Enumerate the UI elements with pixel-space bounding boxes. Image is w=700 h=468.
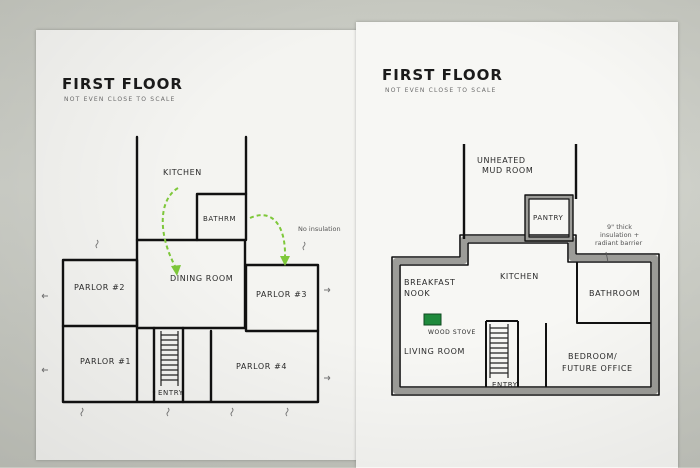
left-entry-label: ENTRY [158,389,184,397]
left-kitchen-label: KITCHEN [163,168,202,177]
left-parlor3-label: PARLOR #3 [256,290,308,299]
wood-stove-icon [423,313,442,326]
left-plan [61,135,320,404]
right-bathroom-label: BATHROOM [589,289,641,298]
wood-stove-label: WOOD STOVE [428,329,476,336]
left-air-marks [41,239,331,417]
right-pantry-walls [525,195,573,241]
right-bedroom-label-1: BEDROOM/ [568,352,618,361]
left-bathroom-label: BATHRM [203,215,237,223]
right-insulation-note-1: 9" thick [607,223,633,231]
left-lower-walls [61,324,320,404]
left-parlor2-walls [61,258,139,328]
right-bathroom-walls [576,262,651,324]
right-nook-label-1: BREAKFAST [404,278,456,287]
left-parlor4-label: PARLOR #4 [236,362,288,371]
right-bedroom-label-2: FUTURE OFFICE [562,364,633,373]
right-mudroom-label-1: UNHEATED [477,156,526,165]
left-entry-walls [152,326,185,404]
left-stairs [160,331,179,386]
right-stairs [489,324,509,378]
right-insulation-note-3: radiant barrier [595,239,643,247]
right-mudroom-label-2: MUD ROOM [482,166,534,175]
left-dining-room-walls [135,238,247,330]
left-parlor1-label: PARLOR #1 [80,357,132,366]
right-kitchen-label: KITCHEN [500,272,539,281]
left-insulation-note: No insulation [298,225,341,233]
left-kitchen-walls [135,135,248,242]
right-plan [391,144,660,396]
right-nook-label-2: NOOK [404,289,431,298]
right-living-room-label: LIVING ROOM [404,347,466,356]
right-pantry-label: PANTRY [533,214,564,222]
right-entry-walls [485,320,519,387]
left-parlor2-label: PARLOR #2 [74,283,126,292]
right-entry-label: ENTRY [492,381,518,389]
left-bathroom-walls [195,192,248,242]
right-floor-subtitle: NOT EVEN CLOSE TO SCALE [385,87,497,94]
right-outer-wall-insulation [393,236,658,394]
right-mudroom-walls [462,144,578,239]
right-floor-title: FIRST FLOOR [382,66,503,84]
left-dining-room-label: DINING ROOM [170,274,234,283]
left-arrows [161,187,287,269]
left-parlor3-walls [244,263,320,333]
left-floor-subtitle: NOT EVEN CLOSE TO SCALE [64,96,176,103]
right-insulation-note-2: insulation + [600,231,640,239]
left-floor-title: FIRST FLOOR [62,75,183,93]
insulation-pointer [605,251,609,263]
left-arrow-heads [171,256,290,276]
